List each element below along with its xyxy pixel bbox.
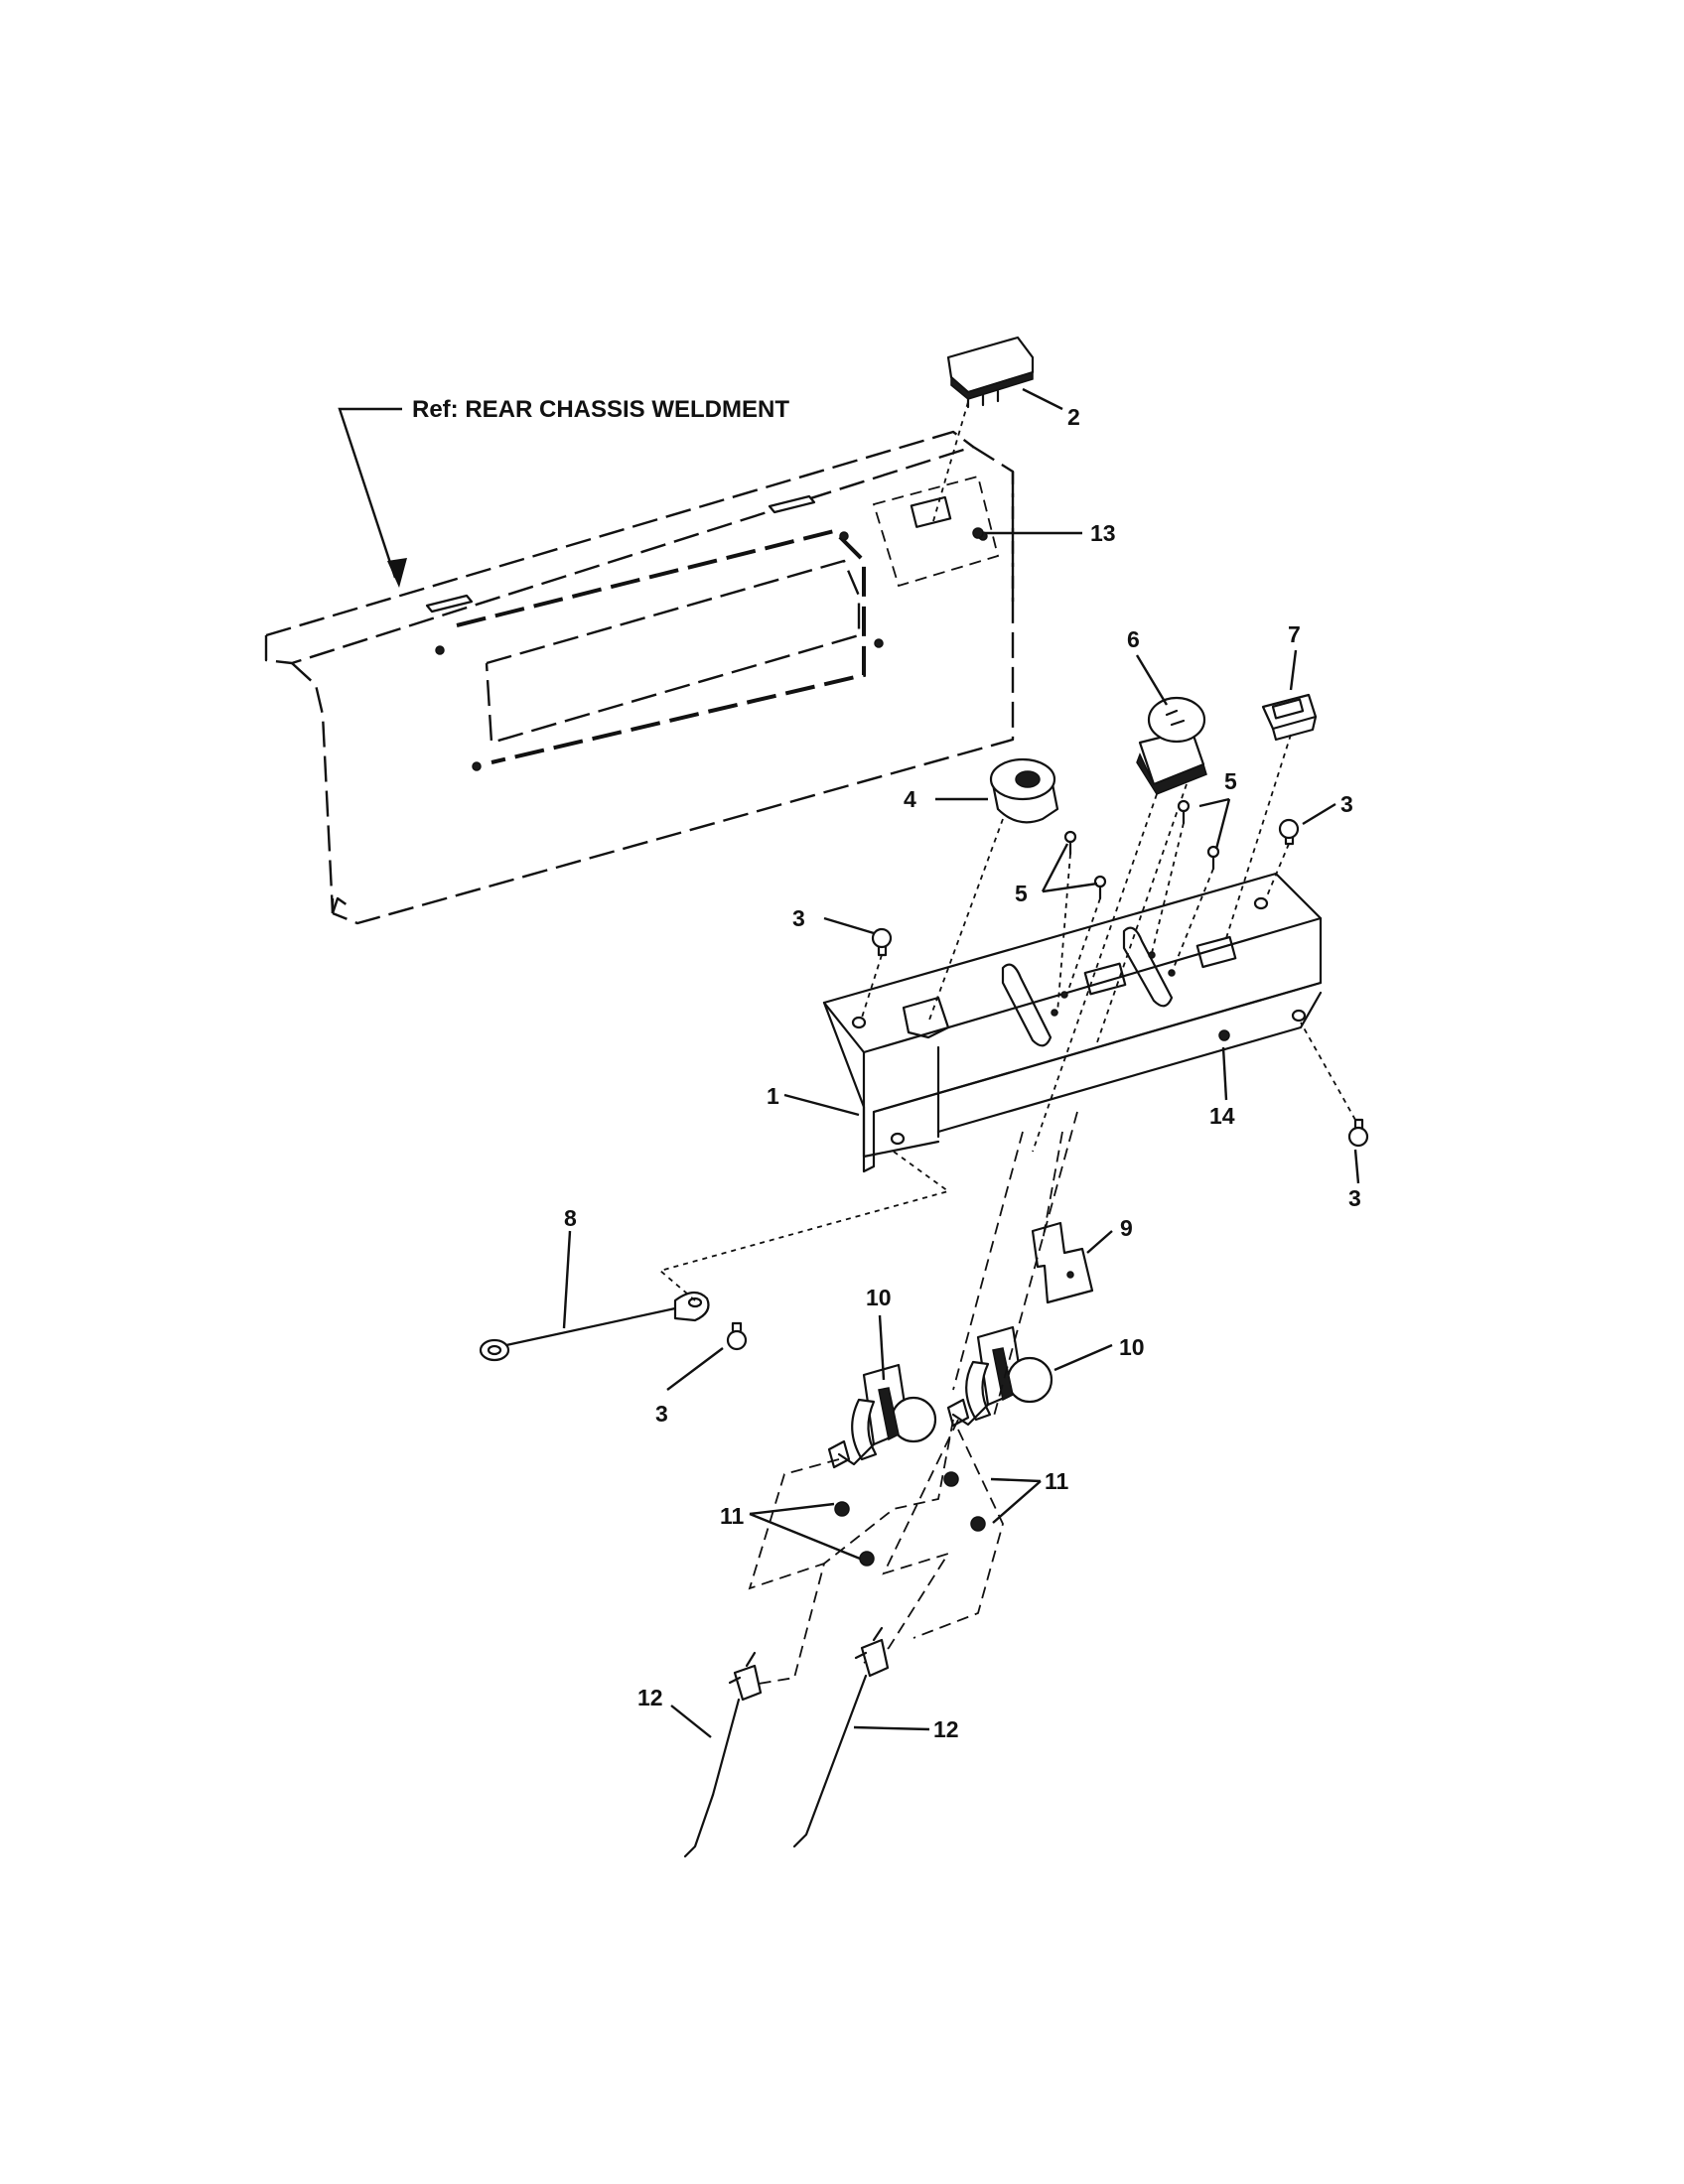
callout-13: 13 [1090, 520, 1116, 546]
callout-3-left: 3 [792, 905, 805, 931]
control-assembly-right [946, 1325, 1053, 1428]
bracket-part [1031, 1221, 1094, 1304]
callout-10-right: 10 [1119, 1334, 1145, 1360]
rocker-switch-part [932, 336, 1035, 522]
hour-meter-part [1225, 693, 1318, 939]
ground-cable-part [479, 1151, 951, 1362]
panel-hole-14-marker [1218, 1029, 1230, 1041]
bolt-part-group [726, 818, 1369, 1351]
rear-chassis-weldment-outline [264, 430, 1015, 925]
callout-5-upper: 5 [1224, 768, 1237, 794]
callout-10-left: 10 [866, 1285, 892, 1310]
callout-7: 7 [1288, 621, 1301, 647]
control-assembly-left [827, 1363, 937, 1469]
panel-hole-13-marker [972, 527, 984, 539]
dash-panel-part [822, 872, 1323, 1173]
round-switch-part [927, 757, 1059, 1024]
callout-14: 14 [1209, 1103, 1235, 1129]
callout-3-top-right: 3 [1340, 791, 1353, 817]
callout-6: 6 [1127, 626, 1140, 652]
control-linkage-dashed [734, 1111, 1078, 1689]
reference-arrow [338, 407, 407, 588]
callout-4: 4 [904, 786, 916, 812]
screw-part-group [1056, 799, 1220, 1014]
callout-11-right: 11 [1045, 1468, 1069, 1494]
callout-8: 8 [564, 1205, 577, 1231]
nut-part-group [834, 1471, 986, 1567]
callout-3-bottom-left: 3 [655, 1401, 668, 1427]
key-switch-part [1032, 696, 1207, 1153]
callout-5-lower: 5 [1015, 881, 1028, 906]
control-cable-left [683, 1651, 763, 1858]
callout-9: 9 [1120, 1215, 1133, 1241]
callout-11-left: 11 [720, 1503, 745, 1529]
reference-label: Ref: REAR CHASSIS WELDMENT [412, 396, 789, 423]
callout-3-right: 3 [1348, 1185, 1361, 1211]
callout-12-right: 12 [933, 1716, 959, 1742]
leader-lines [562, 387, 1360, 1738]
callout-2: 2 [1067, 404, 1080, 430]
control-cable-right [792, 1626, 890, 1848]
callout-12-left: 12 [637, 1685, 663, 1710]
callout-1: 1 [767, 1083, 779, 1109]
